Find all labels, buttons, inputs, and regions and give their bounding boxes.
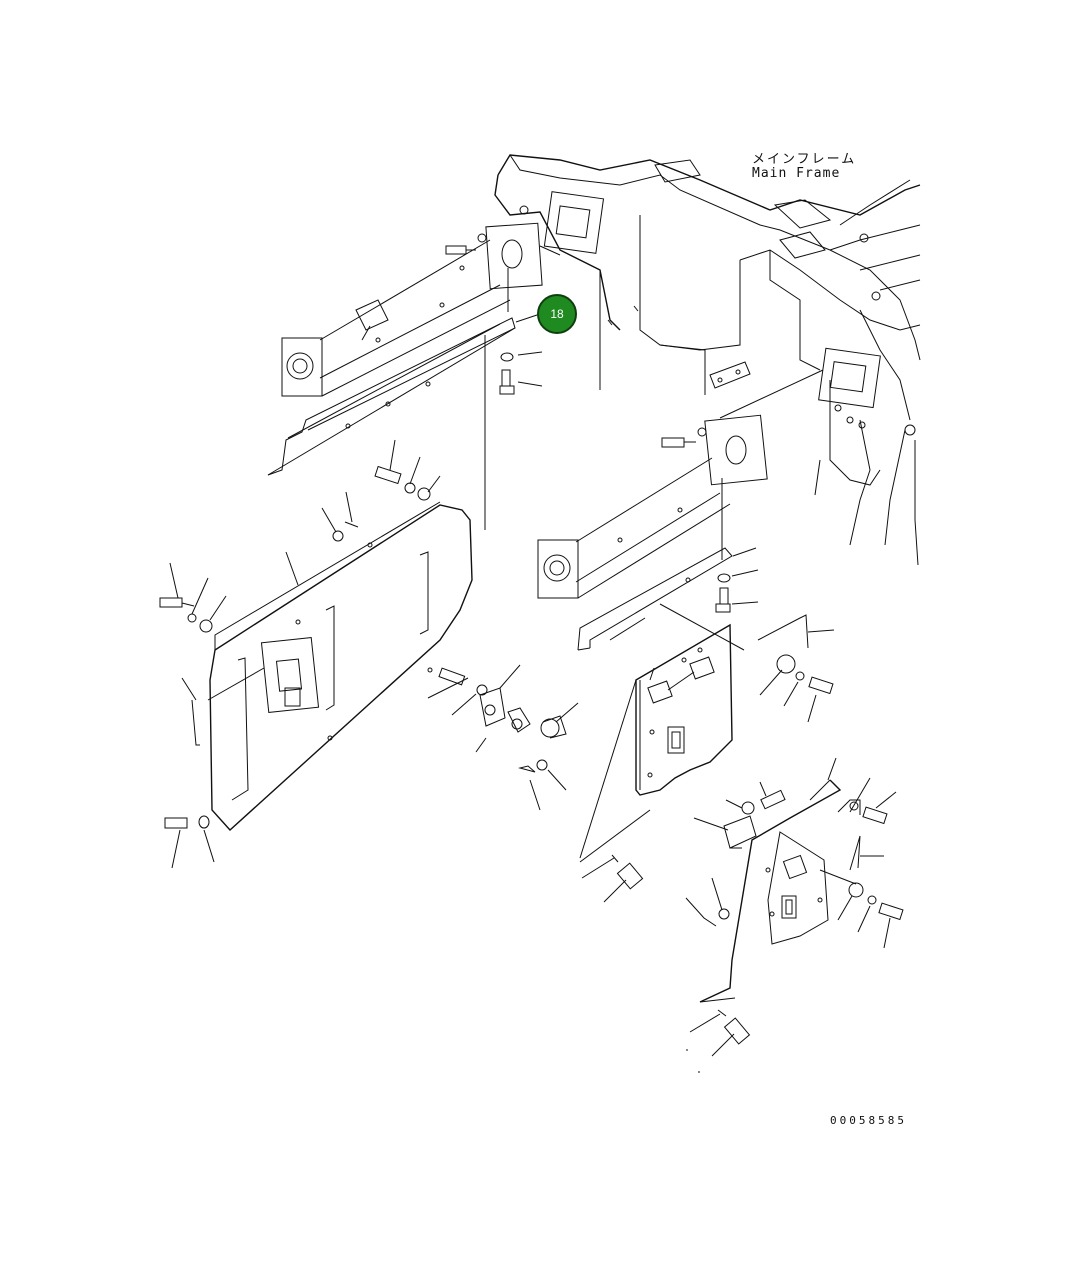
main-frame: [494, 154, 921, 566]
right-square-tube: [537, 369, 824, 599]
hinge-assembly: [427, 664, 579, 811]
left-square-tube: [281, 222, 561, 397]
part-callout-18[interactable]: 18: [537, 294, 577, 334]
left-side-cover: [159, 439, 473, 869]
right-angle-plate: [577, 547, 759, 651]
main-frame-label-en: Main Frame: [752, 166, 841, 181]
left-angle-plate: [267, 317, 543, 530]
right-side-door: [579, 614, 835, 903]
part-callout-number: 18: [550, 307, 564, 321]
drawing-number: 00058585: [830, 1114, 907, 1127]
main-frame-label-jp: メインフレーム: [752, 152, 857, 167]
lower-right-door: [685, 757, 904, 1073]
callout-leader-line: [515, 313, 541, 323]
